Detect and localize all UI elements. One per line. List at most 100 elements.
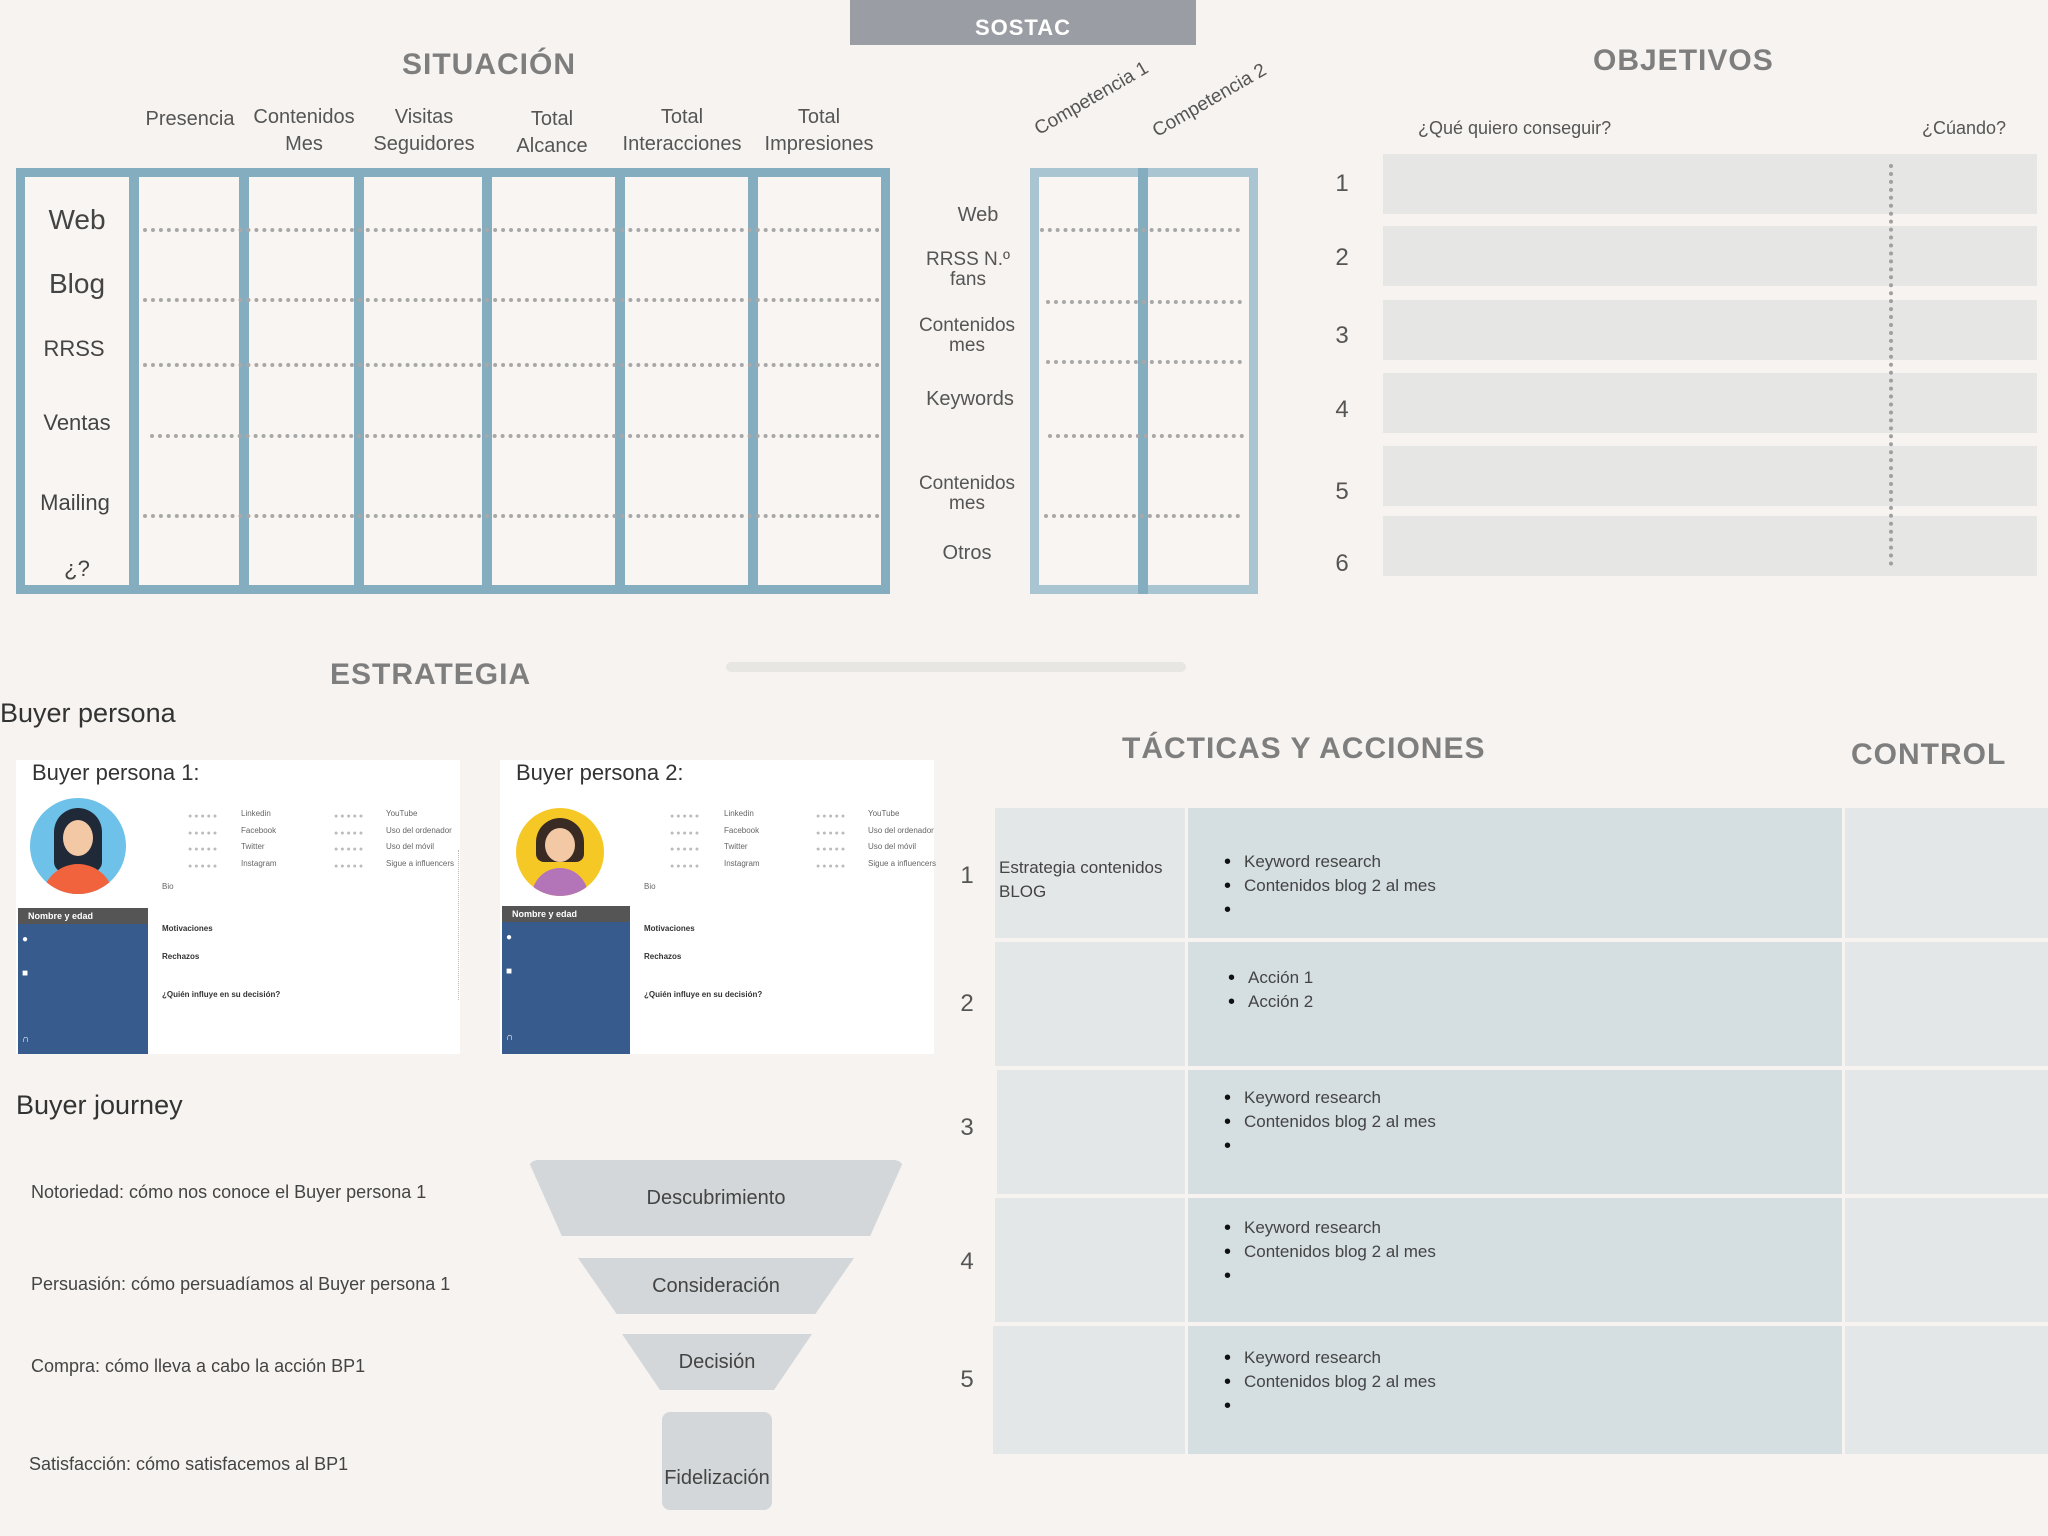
channels-left: Linkedin Facebook Twitter Instagram [241,809,277,868]
funnel-stage: Fidelización [662,1412,772,1510]
persona-sidebar: Nombre y edad ● ■ ∩ [18,908,148,1054]
row-dotted-line [143,514,880,518]
row-dotted-line [1040,228,1240,232]
competencia-col-header: Competencia 1 [1030,57,1153,140]
journey-description: Notoriedad: cómo nos conoce el Buyer per… [31,1182,427,1202]
persona-rechazos: Rechazos [162,952,200,961]
persona-motivaciones: Motivaciones [644,924,695,933]
competencia-row-label: RRSS N.º fans [925,249,1010,290]
objetivo-number: 4 [1335,396,1349,423]
estrategia-title: ESTRATEGIA [330,658,532,691]
row-dotted-line [1046,360,1242,364]
avatar [516,808,604,896]
buyer-persona-title: Buyer persona 1: [32,760,200,785]
grid-divider [129,168,139,594]
row-dotted-line [143,228,880,232]
tactic-number: 1 [960,862,974,889]
funnel-stage: Consideración [578,1258,854,1314]
row-dotted-line [1046,300,1242,304]
grid-divider [239,168,249,594]
channels-right: YouTube Uso del ordenador Uso del móvil … [386,809,455,868]
tactic-cell [997,1070,1185,1194]
competencia-row-label: Otros [942,542,992,564]
actions-list: Acción 1 Acción 2 [1226,966,1313,1014]
rating-dots: ●●●●●●●●●●●●●●●●●●●● [670,813,702,870]
control-cell [1845,1198,2048,1322]
journey-description: Compra: cómo lleva a cabo la acción BP1 [31,1356,366,1376]
tactic-number: 3 [960,1114,974,1141]
control-cell [1845,942,2048,1066]
funnel-stage: Descubrimiento [528,1160,904,1236]
tactic-number: 4 [960,1248,974,1275]
competencia-col-header: Competencia 2 [1148,59,1271,142]
buyer-persona-label: Buyer persona [0,698,176,728]
persona-influye: ¿Quién influye en su decisión? [162,990,281,999]
row-dotted-line [150,434,880,438]
buyer-persona-card: Buyer persona 1: Nombre y edad ● ■ ∩ Lin… [16,760,460,1054]
rating-dots: ●●●●●●●●●●●●●●●●●●●● [816,813,848,870]
objetivo-field[interactable] [1383,516,2037,576]
rating-dots: ●●●●●●●●●●●●●●●●●●●● [334,813,366,870]
control-cell [1845,1326,2048,1454]
tactic-cell: Estrategia contenidos BLOG [995,808,1185,938]
objetivo-field[interactable] [1383,373,2037,433]
situacion-row-label: ¿? [64,556,90,581]
grid-divider [1138,168,1148,594]
objetivos-col-when: ¿Cúando? [1922,118,2007,138]
rating-dots: ●●●●●●●●●●●●●●●●●●●● [188,813,220,870]
objetivos-col-what: ¿Qué quiero conseguir? [1418,118,1612,138]
situacion-row-label: RRSS [43,336,105,361]
actions-list: Keyword research Contenidos blog 2 al me… [1222,850,1436,922]
location-pin-icon: ● [22,934,29,945]
grid-divider [354,168,364,594]
objetivo-number: 6 [1335,550,1349,577]
grid-divider [748,168,758,594]
competencia-row-label: Contenidos mes [918,473,1016,514]
persona-bio: Bio [162,882,174,891]
grid-divider [482,168,492,594]
situacion-row-label: Ventas [43,410,111,435]
competencia-row-label: Web [957,204,999,226]
objetivos-divider [1889,164,1893,566]
objetivo-field[interactable] [1383,226,2037,286]
tactic-cell [995,1198,1185,1322]
persona-influye: ¿Quién influye en su decisión? [644,990,763,999]
control-cell [1845,808,2048,938]
headphones-icon: ∩ [22,1034,30,1045]
tactic-number: 2 [960,990,974,1017]
objetivo-field[interactable] [1383,300,2037,360]
persona-sidebar: Nombre y edad ● ■ ∩ [502,906,630,1054]
persona-name-age: Nombre y edad [502,906,630,922]
objetivo-number: 5 [1335,478,1349,505]
objetivo-field[interactable] [1383,446,2037,506]
situacion-row-label: Blog [48,268,106,299]
row-dotted-line [143,298,880,302]
actions-list: Keyword research Contenidos blog 2 al me… [1222,1086,1436,1158]
objetivos-title: OBJETIVOS [1593,44,1774,77]
tactic-label: Estrategia contenidos BLOG [999,858,1163,901]
journey-description: Satisfacción: cómo satisfacemos al BP1 [29,1454,349,1474]
actions-list: Keyword research Contenidos blog 2 al me… [1222,1216,1436,1288]
control-cell [1845,1070,2048,1194]
row-dotted-line [1048,434,1244,438]
tactic-number: 5 [960,1366,974,1393]
row-dotted-line [1044,514,1240,518]
objetivo-field[interactable] [1383,154,2037,214]
tactic-cell [993,1326,1185,1454]
competencia-row-label: Keywords [926,388,1014,410]
competencia-row-label: Contenidos mes [918,315,1016,356]
situacion-row-label: Web [48,204,106,235]
journey-description: Persuasión: cómo persuadíamos al Buyer p… [31,1274,451,1294]
persona-name-age: Nombre y edad [18,908,148,924]
location-pin-icon: ● [506,932,513,943]
channels-left: Linkedin Facebook Twitter Instagram [724,809,760,868]
objetivo-number: 3 [1335,322,1349,349]
sostac-header: SOSTAC [850,0,1196,45]
buyer-journey-label: Buyer journey [16,1090,183,1120]
control-title: CONTROL [1851,738,2007,771]
headphones-icon: ∩ [506,1032,514,1043]
persona-motivaciones: Motivaciones [162,924,213,933]
